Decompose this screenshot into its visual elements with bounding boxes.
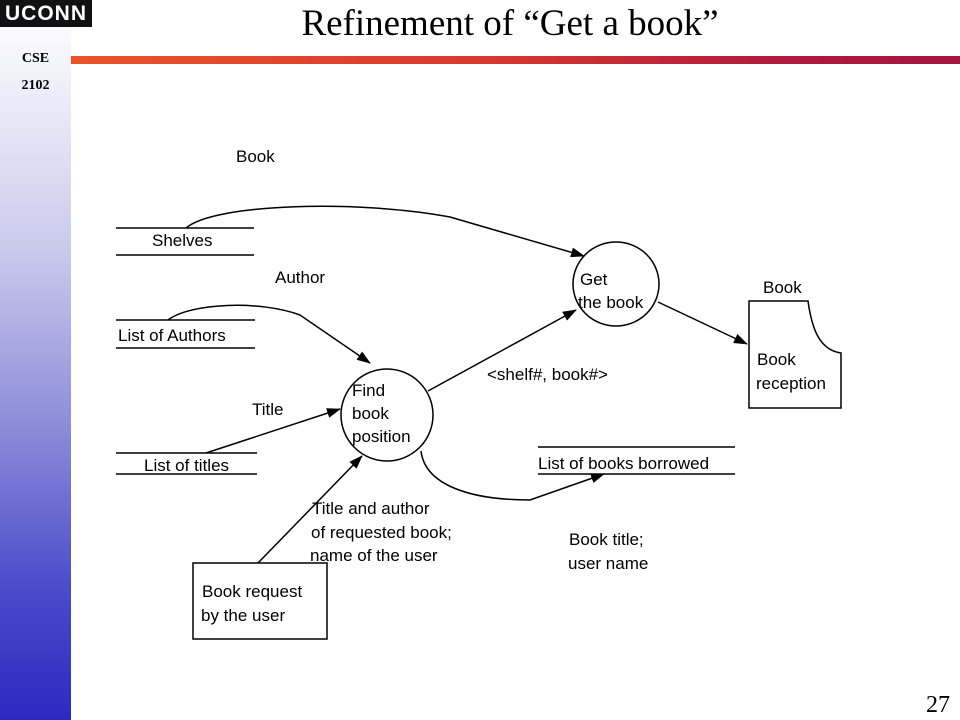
accent-bar — [71, 56, 960, 64]
flow-get-to-document — [657, 301, 748, 345]
process-find-line1: Find — [352, 381, 385, 400]
process-get-book-line2: the book — [578, 293, 644, 312]
document-book-reception: Book Book reception — [748, 278, 842, 409]
store-authors-label: List of Authors — [118, 326, 226, 345]
flow-shelves-to-get — [185, 205, 585, 258]
process-get-book: Get the book — [572, 241, 660, 327]
process-find-position: Find book position — [340, 368, 434, 462]
flow-label-book-title: Book title; — [569, 530, 644, 549]
store-borrowed: List of books borrowed — [538, 446, 735, 475]
flow-authors-to-find — [167, 304, 371, 364]
document-line2: reception — [756, 374, 826, 393]
flow-titles-to-find — [205, 408, 341, 454]
process-find-line3: position — [352, 427, 411, 446]
flow-label-title-author-3: name of the user — [310, 546, 438, 565]
store-borrowed-label: List of books borrowed — [538, 454, 709, 473]
sidebar-gradient — [0, 0, 71, 720]
entity-line2: by the user — [201, 606, 285, 625]
course-code: CSE — [21, 51, 50, 66]
flow-label-book: Book — [236, 147, 275, 166]
document-top-label: Book — [763, 278, 802, 297]
flow-label-user-name: user name — [568, 554, 648, 573]
course-number: 2102 — [21, 78, 50, 93]
entity-line1: Book request — [202, 582, 302, 601]
uconn-logo: UCONN — [0, 0, 92, 27]
flow-label-title-author-2: of requested book; — [311, 523, 452, 542]
entity-book-request: Book request by the user — [192, 562, 328, 640]
flow-label-title: Title — [252, 400, 284, 419]
document-line1: Book — [757, 350, 796, 369]
store-titles-label: List of titles — [144, 456, 229, 475]
slide-title: Refinement of “Get a book” — [301, 3, 719, 44]
flow-find-to-borrowed — [420, 450, 605, 501]
flow-label-title-author-1: Title and author — [312, 499, 430, 518]
flow-label-shelf-book: <shelf#, book#> — [487, 365, 608, 384]
store-shelves: Shelves — [116, 227, 254, 256]
store-titles: List of titles — [116, 452, 257, 475]
flow-request-to-find — [257, 455, 363, 564]
flow-find-to-get — [427, 309, 577, 392]
slide-number: 27 — [926, 692, 950, 718]
process-get-book-line1: Get — [580, 270, 608, 289]
store-authors: List of Authors — [116, 319, 255, 349]
flow-label-author: Author — [275, 268, 325, 287]
store-shelves-label: Shelves — [152, 231, 212, 250]
process-find-line2: book — [352, 404, 389, 423]
